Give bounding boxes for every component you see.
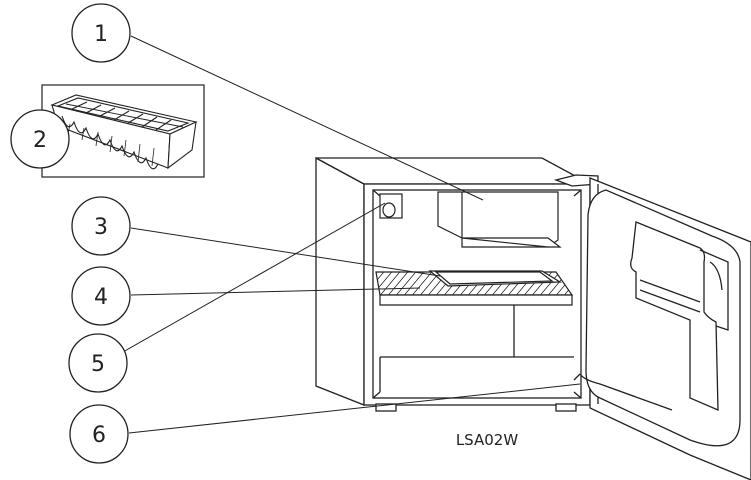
cabinet-foot-left — [375, 403, 397, 412]
model-label: LSA02W — [456, 431, 519, 449]
door-seal — [579, 373, 673, 411]
callout-number: 5 — [91, 352, 105, 377]
ice-tray-inset — [41, 84, 205, 178]
thermostat-control — [379, 193, 403, 219]
callout-3: 3 — [71, 196, 131, 256]
callout-number: 1 — [94, 22, 108, 47]
freezer-compartment — [437, 191, 562, 248]
leader-line-3 — [130, 227, 441, 277]
cabinet-foot-right — [555, 403, 577, 412]
cabinet-side-panel — [315, 156, 365, 406]
callout-4: 4 — [71, 266, 131, 326]
leader-line-4 — [130, 287, 421, 296]
callout-6: 6 — [69, 404, 129, 464]
ice-tray-illustration — [50, 94, 198, 170]
drip-tray — [428, 270, 563, 287]
callout-number: 6 — [92, 423, 106, 448]
callout-5: 5 — [68, 333, 128, 393]
callout-number: 3 — [94, 215, 108, 240]
callout-number: 2 — [33, 128, 47, 153]
leader-line-6 — [128, 383, 581, 434]
callout-1: 1 — [71, 3, 131, 63]
callout-circle — [71, 196, 131, 256]
leader-line-5 — [122, 202, 386, 353]
callout-circle — [10, 109, 70, 169]
refrigerator-door — [553, 174, 751, 480]
leader-line-1 — [130, 35, 484, 201]
door-hinge — [553, 174, 599, 187]
cabinet-top — [315, 157, 591, 185]
callout-circle — [71, 266, 131, 326]
callout-number: 4 — [94, 285, 108, 310]
callout-circle — [68, 333, 128, 393]
door-shelf-upper — [630, 221, 719, 411]
leader-lines — [122, 35, 581, 434]
callout-circle — [71, 3, 131, 63]
callout-circle — [69, 404, 129, 464]
callout-2: 2 — [10, 109, 70, 169]
